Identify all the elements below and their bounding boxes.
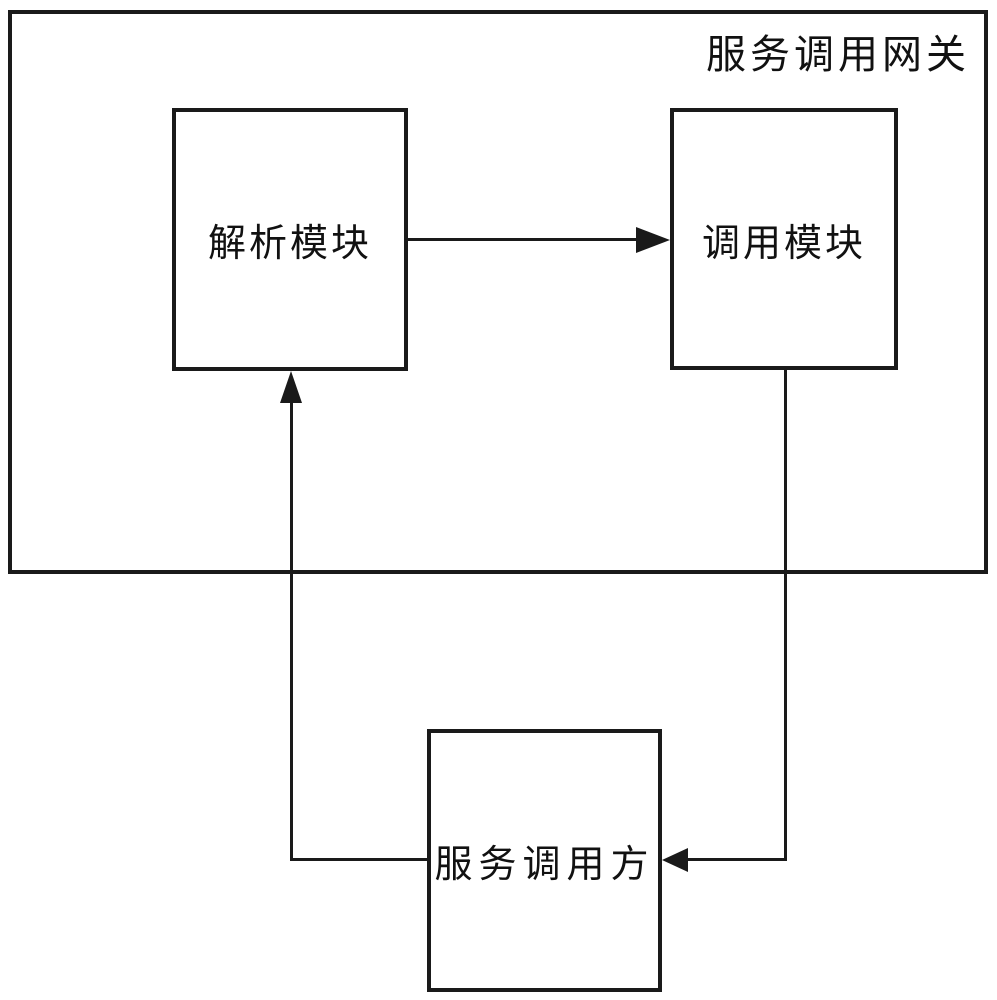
gateway-box: 服务调用网关 — [8, 10, 988, 574]
parse-module-box: 解析模块 — [172, 108, 408, 371]
arrowhead-up-icon — [280, 371, 302, 403]
connector-caller-to-parse-vertical — [290, 398, 293, 861]
parse-module-label: 解析模块 — [207, 223, 372, 265]
connector-parse-to-call — [408, 238, 640, 241]
arrowhead-right-icon — [636, 227, 670, 253]
connector-caller-to-parse-horizontal — [290, 858, 427, 861]
call-module-label: 调用模块 — [701, 222, 866, 265]
service-caller-label: 服务调用方 — [434, 844, 655, 886]
arrowhead-left-icon — [662, 848, 688, 872]
service-caller-box: 服务调用方 — [427, 729, 662, 992]
connector-call-to-caller-horizontal — [684, 858, 787, 861]
gateway-label: 服务调用网关 — [706, 32, 970, 77]
call-module-box: 调用模块 — [670, 108, 898, 370]
connector-call-to-caller-vertical — [784, 370, 787, 861]
